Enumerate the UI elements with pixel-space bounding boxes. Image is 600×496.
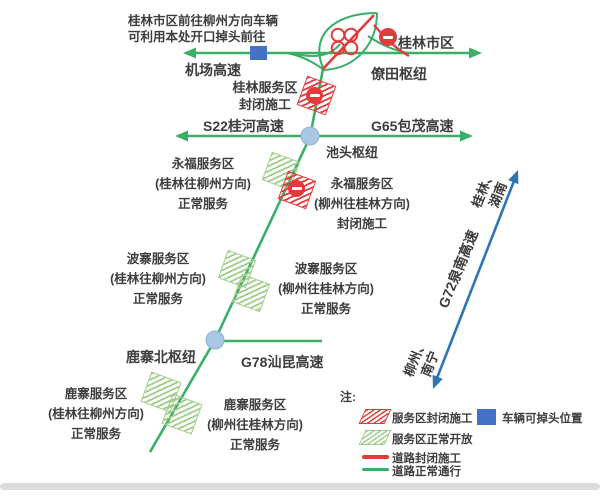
chitou-hub-node [300, 126, 320, 146]
cloverleaf-ramp-left [285, 52, 325, 71]
corridor-arrow-north-icon [508, 170, 519, 185]
sa-name: 波寨服务区 [294, 262, 358, 276]
airport-road-arrow-left-icon [183, 47, 196, 59]
luzhaibei-hub-label: 鹿寨北枢纽 [126, 349, 196, 365]
airport-road-label: 机场高速 [185, 62, 241, 78]
sa-direction: (桂林往柳州方向) [110, 272, 206, 286]
no-entry-icon [379, 28, 397, 46]
uturn-note: 桂林市区前往柳州方向车辆 可利用本处开口掉头前往 [128, 13, 278, 45]
yongfu-sa-left-label: 永福服务区 (桂林往柳州方向) 正常服务 [143, 154, 263, 214]
no-entry-icon [288, 180, 305, 197]
no-entry-icon [306, 87, 323, 104]
sa-status: 封闭施工 [336, 217, 387, 231]
legend-uturn-swatch [477, 409, 496, 425]
g65-road-label: G65包茂高速 [371, 118, 454, 134]
cloverleaf-lens-right-curve [323, 12, 378, 71]
sa-status: 正常服务 [70, 427, 121, 441]
clover-loop-icon [343, 40, 359, 56]
luzhai-sa-right-label: 鹿寨服务区 (柳州往桂林方向) 正常服务 [195, 395, 315, 455]
sa-direction: (桂林往柳州方向) [48, 407, 144, 421]
sa-name: 永福服务区 [330, 177, 394, 191]
sa-status: 正常服务 [132, 292, 183, 306]
sa-direction: (柳州往桂林方向) [314, 197, 410, 211]
sa-direction: (柳州往桂林方向) [207, 418, 303, 432]
chitou-hub-label: 池头枢纽 [326, 145, 379, 160]
sa-name: 鹿寨服务区 [64, 387, 128, 401]
yongfu-sa-right-label: 永福服务区 (柳州往桂林方向) 封闭施工 [302, 174, 422, 234]
legend-road-open-label: 道路正常通行 [392, 466, 461, 478]
legend-road-closed-label: 道路封闭施工 [392, 453, 461, 465]
guilin-city-label: 桂林市区 [398, 35, 454, 51]
guilin-city-arrow-right-icon [469, 47, 482, 59]
bottom-edge-bar [0, 483, 600, 490]
liaotian-hub-label: 僚田枢纽 [371, 66, 427, 82]
guilin-sa-label: 桂林服务区 封闭施工 [225, 79, 305, 113]
sa-direction: (桂林往柳州方向) [155, 177, 251, 191]
no-entry-bar-icon [291, 187, 302, 190]
legend-road-closed-swatch [362, 455, 389, 459]
sa-name: 鹿寨服务区 [223, 398, 287, 412]
sa-status: 正常服务 [300, 302, 351, 316]
no-entry-bar-icon [309, 94, 320, 97]
uturn-note-line1: 桂林市区前往柳州方向车辆 [128, 14, 279, 28]
closed-road-segment-main [322, 14, 375, 70]
sa-direction: (柳州往桂林方向) [278, 282, 374, 296]
legend-sa-open-label: 服务区正常开放 [392, 434, 473, 446]
guilin-sa-status: 封闭施工 [238, 97, 291, 112]
clover-loop-icon [330, 27, 346, 43]
uturn-position-marker [250, 46, 267, 60]
sa-status: 正常服务 [229, 438, 280, 452]
cloverleaf-lens-left-curve [318, 12, 378, 71]
luzhai-sa-left-label: 鹿寨服务区 (桂林往柳州方向) 正常服务 [36, 384, 156, 444]
s22-arrow-left-icon [175, 130, 188, 142]
s22-road-label: S22桂河高速 [203, 118, 284, 134]
no-entry-bar-icon [383, 35, 393, 39]
luzhaibei-hub-node [205, 330, 225, 350]
legend-uturn-label: 车辆可掉头位置 [502, 413, 583, 425]
bozhai-sa-right-label: 波寨服务区 (柳州往桂林方向) 正常服务 [266, 259, 386, 319]
cloverleaf-weave-curve [291, 43, 341, 57]
legend-title: 注: [340, 390, 356, 404]
sa-name: 波寨服务区 [126, 252, 190, 266]
g65-arrow-right-icon [460, 130, 473, 142]
uturn-note-line2: 可利用本处开口掉头前往 [128, 30, 266, 44]
legend-road-open-swatch [362, 468, 389, 471]
sa-status: 正常服务 [177, 197, 228, 211]
g78-road-label: G78汕昆高速 [241, 354, 324, 370]
guilin-sa-name: 桂林服务区 [232, 80, 298, 95]
corridor-arrow-south-icon [432, 374, 443, 389]
g72-corridor-arrow-line [435, 180, 516, 379]
sa-name: 永福服务区 [171, 157, 235, 171]
bozhai-sa-left-label: 波寨服务区 (桂林往柳州方向) 正常服务 [98, 249, 218, 309]
legend-sa-closed-label: 服务区封闭施工 [392, 413, 473, 425]
